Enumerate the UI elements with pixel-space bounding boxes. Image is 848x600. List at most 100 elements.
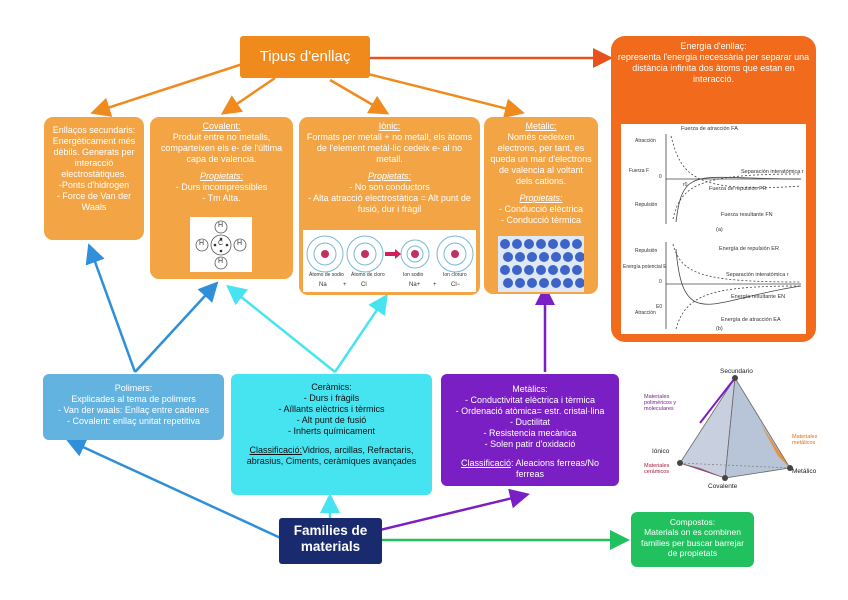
cation	[563, 252, 573, 262]
tetra-label-ceramics: Materiales cerámicos	[644, 463, 670, 475]
cation	[536, 239, 546, 249]
ionic-prop: - Alta atracció electrostàtica = Alt pun…	[308, 192, 471, 214]
families-text: Families de materials	[293, 523, 368, 555]
plot-label: r0	[683, 182, 688, 188]
cation	[551, 278, 561, 288]
plot-label: (a)	[716, 227, 723, 233]
ionic-label: Ion sodio	[403, 272, 424, 278]
plot-label: Energía de repulsión ER	[719, 246, 779, 252]
polymers-box: Polimers: Explicades al tema de polimers…	[43, 374, 224, 440]
arrow-to-ionic	[329, 78, 390, 115]
cation	[524, 265, 534, 275]
cation	[512, 265, 522, 275]
ionic-props-title: Propietats:	[367, 170, 412, 181]
cation	[548, 265, 558, 275]
ceramics-item: - Aïllants elèctrics i tèrmics	[278, 403, 385, 414]
ionic-title: Iònic:	[378, 121, 401, 131]
cation	[563, 278, 573, 288]
ionic-prop: - No son conductors	[349, 181, 430, 192]
secondary-item: -Ponts d'hidrogen	[58, 179, 130, 190]
cation	[527, 278, 537, 288]
plot-label: Fuerza F	[629, 168, 650, 174]
ceramics-class-label: Classificació:	[249, 444, 303, 455]
cation	[560, 265, 570, 275]
plot-label: Separación interatómica r	[741, 169, 804, 175]
secondary-item: - Force de Van der Waals	[56, 190, 132, 212]
covalent-box: Covalent: Produit entre no metalls, comp…	[150, 117, 293, 279]
plot-label: (b)	[716, 326, 723, 332]
secondary-title: Enllaços secundaris:	[52, 125, 136, 135]
cation	[539, 252, 549, 262]
metallic-props-title: Propietats:	[519, 192, 563, 203]
plot-label: Repulsión	[635, 248, 658, 254]
methane-label: H	[237, 240, 243, 247]
energy-plot: Fuerza de atracción FA Separación intera…	[621, 124, 806, 334]
arrow-to-covalent	[220, 76, 276, 115]
polymers-line: - Van der waals: Enllaç entre cadenes	[58, 404, 209, 415]
cation	[503, 252, 513, 262]
cation	[575, 278, 585, 288]
tetra-label-secondary: Secundario	[720, 368, 753, 375]
covalent-title: Covalent:	[202, 121, 241, 131]
ionic-label: Na+	[409, 282, 421, 288]
cation	[551, 252, 561, 262]
title-text: Tipus d'enllaç	[259, 48, 351, 65]
ceramics-item: - Alt punt de fusió	[296, 414, 367, 425]
composites-title: Compostos:	[669, 517, 716, 527]
plot-label: Energía potencial E	[623, 264, 667, 270]
cation	[548, 239, 558, 249]
methane-diagram: H H H H C	[190, 217, 252, 272]
ionic-label: Cl−	[451, 282, 461, 288]
energy-heading: Energia d'enllaç:	[680, 41, 747, 51]
ionic-label: +	[433, 282, 437, 288]
cation	[512, 239, 522, 249]
arrow-to-metallic	[359, 70, 525, 119]
ionic-label: +	[343, 282, 347, 288]
composites-text: Materials on es combinen families per bu…	[641, 527, 744, 559]
metallic-bond-body: Només cedeixen electrons, per tant, es q…	[490, 131, 592, 186]
methane-label: H	[218, 258, 224, 265]
cation	[575, 252, 585, 262]
covalent-prop: - Durs incompressibles	[175, 181, 268, 192]
polymers-line: - Covalent: enllaç unitat repetitiva	[66, 415, 201, 426]
metals-class-label: Classificació	[460, 457, 511, 468]
secondary-body: Energèticament més dèbils. Generats per …	[52, 135, 136, 179]
electron-sea-diagram	[498, 236, 585, 292]
methane-label: H	[218, 222, 224, 229]
plot-label: Repulsión	[635, 202, 658, 208]
metals-title: Metàlics:	[512, 384, 548, 394]
plot-label: Fuerza de atracción FA	[681, 126, 738, 132]
composites-box: Compostos: Materials on es combinen fami…	[631, 512, 754, 567]
polymers-title: Polimers:	[114, 383, 153, 393]
methane-label: H	[199, 240, 205, 247]
energy-box: Energia d'enllaç: representa l'energia n…	[611, 36, 816, 342]
ceramics-item: - Inherts químicament	[287, 425, 376, 436]
tetra-label-polymers: Materiales poliméricos y moleculares	[644, 394, 677, 412]
ionic-box: Iònic: Formats per metall + no metall, e…	[299, 117, 480, 295]
cation	[500, 265, 510, 275]
ionic-label: Átomo de sodio	[309, 272, 344, 278]
cation	[560, 239, 570, 249]
covalent-props-title: Propietats:	[199, 170, 244, 181]
metals-item: - Conductivitat elèctrica i tèrmica	[464, 394, 596, 405]
ceramics-item: - Durs i fràgils	[303, 392, 360, 403]
plot-label: Separación interatómica r	[726, 272, 789, 278]
ionic-label: Na	[319, 282, 327, 288]
cation	[515, 278, 525, 288]
metallic-prop: - Conducció elèctrica	[498, 203, 584, 214]
tetra-label-metallic-materials: Materiales metálicos	[792, 434, 818, 446]
plot-label: Atracción	[635, 310, 656, 316]
cation	[527, 252, 537, 262]
cation	[539, 278, 549, 288]
metallic-prop: - Conducció tèrmica	[500, 214, 582, 225]
covalent-body: Produit entre no metalls, comparteixen e…	[160, 131, 283, 164]
plot-label: Energía resultante EN	[731, 294, 786, 300]
plot-label: Fuerza de repulsión FR	[709, 186, 767, 192]
metals-item: - Solen patir d'oxidació	[484, 438, 576, 449]
title-node: Tipus d'enllaç	[240, 36, 370, 78]
ceramics-box: Ceràmics: - Durs i fràgils - Aïllants el…	[231, 374, 432, 495]
secondary-bonds-box: Enllaços secundaris: Energèticament més …	[44, 117, 144, 240]
energy-text: representa l'energia necessària per sepa…	[617, 51, 810, 84]
tetra-label-covalent: Covalente	[708, 483, 738, 490]
